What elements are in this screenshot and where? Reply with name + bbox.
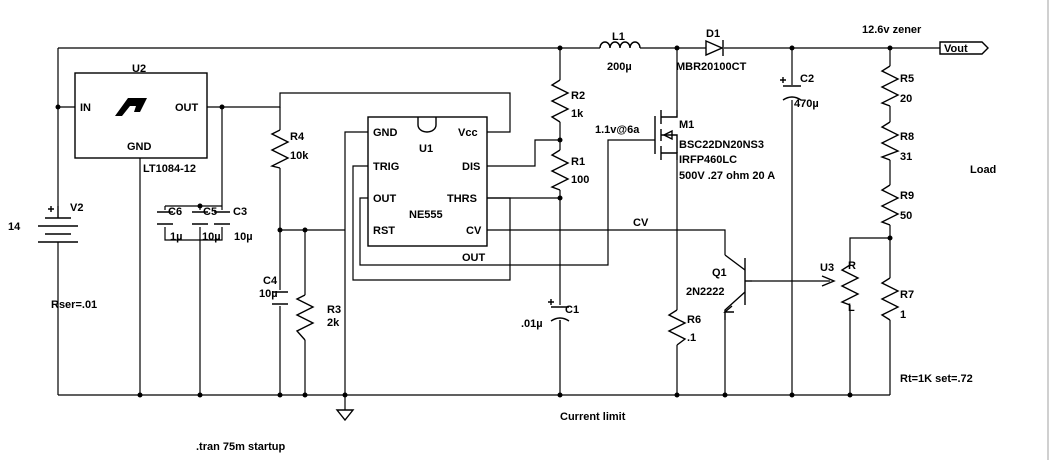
zener-note: 12.6v zener bbox=[862, 24, 922, 36]
c6-value: 1µ bbox=[170, 231, 182, 243]
m1-name: M1 bbox=[679, 119, 694, 131]
ground-symbol bbox=[335, 409, 355, 422]
v2-ser: Rser=.01 bbox=[51, 299, 97, 311]
c6-name: C6 bbox=[168, 206, 182, 218]
l1-value: 200µ bbox=[607, 61, 632, 73]
u2-pin-in: IN bbox=[80, 102, 91, 114]
u2-part: LT1084-12 bbox=[143, 163, 196, 175]
c2-value: 470µ bbox=[794, 98, 819, 110]
c1-name: C1 bbox=[565, 304, 579, 316]
u1-pin-out: OUT bbox=[373, 193, 397, 205]
u1-pin-vcc: Vcc bbox=[458, 127, 478, 139]
transistor-q1 bbox=[723, 254, 752, 320]
r9-name: R9 bbox=[900, 190, 914, 202]
m1-part: BSC22DN20NS3 bbox=[679, 139, 764, 151]
u3-name: U3 bbox=[820, 262, 834, 274]
rt-note: Rt=1K set=.72 bbox=[900, 373, 973, 385]
u1-name: U1 bbox=[419, 143, 433, 155]
current-limit-label: Current limit bbox=[560, 411, 626, 423]
capacitor-c4 bbox=[272, 291, 288, 305]
m1-spec: 500V .27 ohm 20 A bbox=[679, 170, 775, 182]
c2-name: C2 bbox=[800, 73, 814, 85]
u1-pin-cv: CV bbox=[466, 225, 482, 237]
r4-value: 10k bbox=[290, 150, 309, 162]
r4-name: R4 bbox=[290, 131, 305, 143]
u2-pin-gnd: GND bbox=[127, 141, 152, 153]
load-label: Load bbox=[970, 164, 996, 176]
c3-value: 10µ bbox=[234, 231, 253, 243]
r7-value: 1 bbox=[900, 309, 906, 321]
r5-value: 20 bbox=[900, 93, 912, 105]
diode-d1 bbox=[705, 39, 724, 57]
regulator-u2 bbox=[74, 72, 208, 159]
r3-name: R3 bbox=[327, 304, 341, 316]
d1-name: D1 bbox=[706, 28, 720, 40]
capacitors-c6-c5-c3 bbox=[157, 211, 230, 225]
r9-value: 50 bbox=[900, 210, 912, 222]
cv-net-label: CV bbox=[633, 217, 649, 229]
v2-name: V2 bbox=[70, 202, 83, 214]
v2-value: 14 bbox=[8, 221, 21, 233]
r7-name: R7 bbox=[900, 289, 914, 301]
mosfet-note: 1.1v@6a bbox=[595, 124, 640, 136]
capacitor-c2 bbox=[780, 77, 802, 101]
u1-pin-thrs: THRS bbox=[447, 193, 477, 205]
d1-value: MBR20100CT bbox=[676, 61, 747, 73]
c5-name: C5 bbox=[203, 206, 217, 218]
c4-name: C4 bbox=[263, 275, 278, 287]
u1-part: NE555 bbox=[409, 209, 443, 221]
q1-name: Q1 bbox=[712, 267, 727, 279]
m1-alt: IRFP460LC bbox=[679, 154, 737, 166]
r6-value: .1 bbox=[687, 332, 696, 344]
u1-pin-rst: RST bbox=[373, 225, 395, 237]
r8-value: 31 bbox=[900, 151, 912, 163]
u3-pin-r: R bbox=[848, 260, 856, 272]
r3-value: 2k bbox=[327, 317, 340, 329]
r2-name: R2 bbox=[571, 90, 585, 102]
capacitor-c1 bbox=[548, 299, 570, 330]
r1-name: R1 bbox=[571, 156, 585, 168]
u3-pin-l: L bbox=[848, 302, 855, 314]
resistors bbox=[269, 65, 900, 346]
tran-directive: .tran 75m startup bbox=[196, 441, 286, 453]
u2-pin-out: OUT bbox=[175, 102, 199, 114]
timer-u1 bbox=[367, 116, 488, 247]
q1-part: 2N2222 bbox=[686, 286, 725, 298]
mosfet-m1 bbox=[654, 110, 678, 160]
r1-value: 100 bbox=[571, 174, 589, 186]
l1-name: L1 bbox=[612, 31, 625, 43]
inductor-l1 bbox=[599, 41, 641, 49]
c1-value: .01µ bbox=[521, 318, 543, 330]
c3-name: C3 bbox=[233, 206, 247, 218]
r2-value: 1k bbox=[571, 108, 584, 120]
junctions bbox=[55, 45, 893, 398]
out-net-label: OUT bbox=[462, 252, 486, 264]
c4-value: 10µ bbox=[259, 288, 278, 300]
u1-pin-dis: DIS bbox=[462, 161, 480, 173]
r5-name: R5 bbox=[900, 73, 914, 85]
vout-label: Vout bbox=[944, 43, 968, 55]
battery-v2-symbol bbox=[38, 206, 78, 243]
vout-arrow bbox=[939, 41, 989, 55]
u1-pin-trig: TRIG bbox=[373, 161, 399, 173]
r8-name: R8 bbox=[900, 131, 914, 143]
r6-name: R6 bbox=[687, 314, 701, 326]
u2-name: U2 bbox=[132, 63, 146, 75]
u1-pin-gnd: GND bbox=[373, 127, 398, 139]
c5-value: 10µ bbox=[202, 231, 221, 243]
